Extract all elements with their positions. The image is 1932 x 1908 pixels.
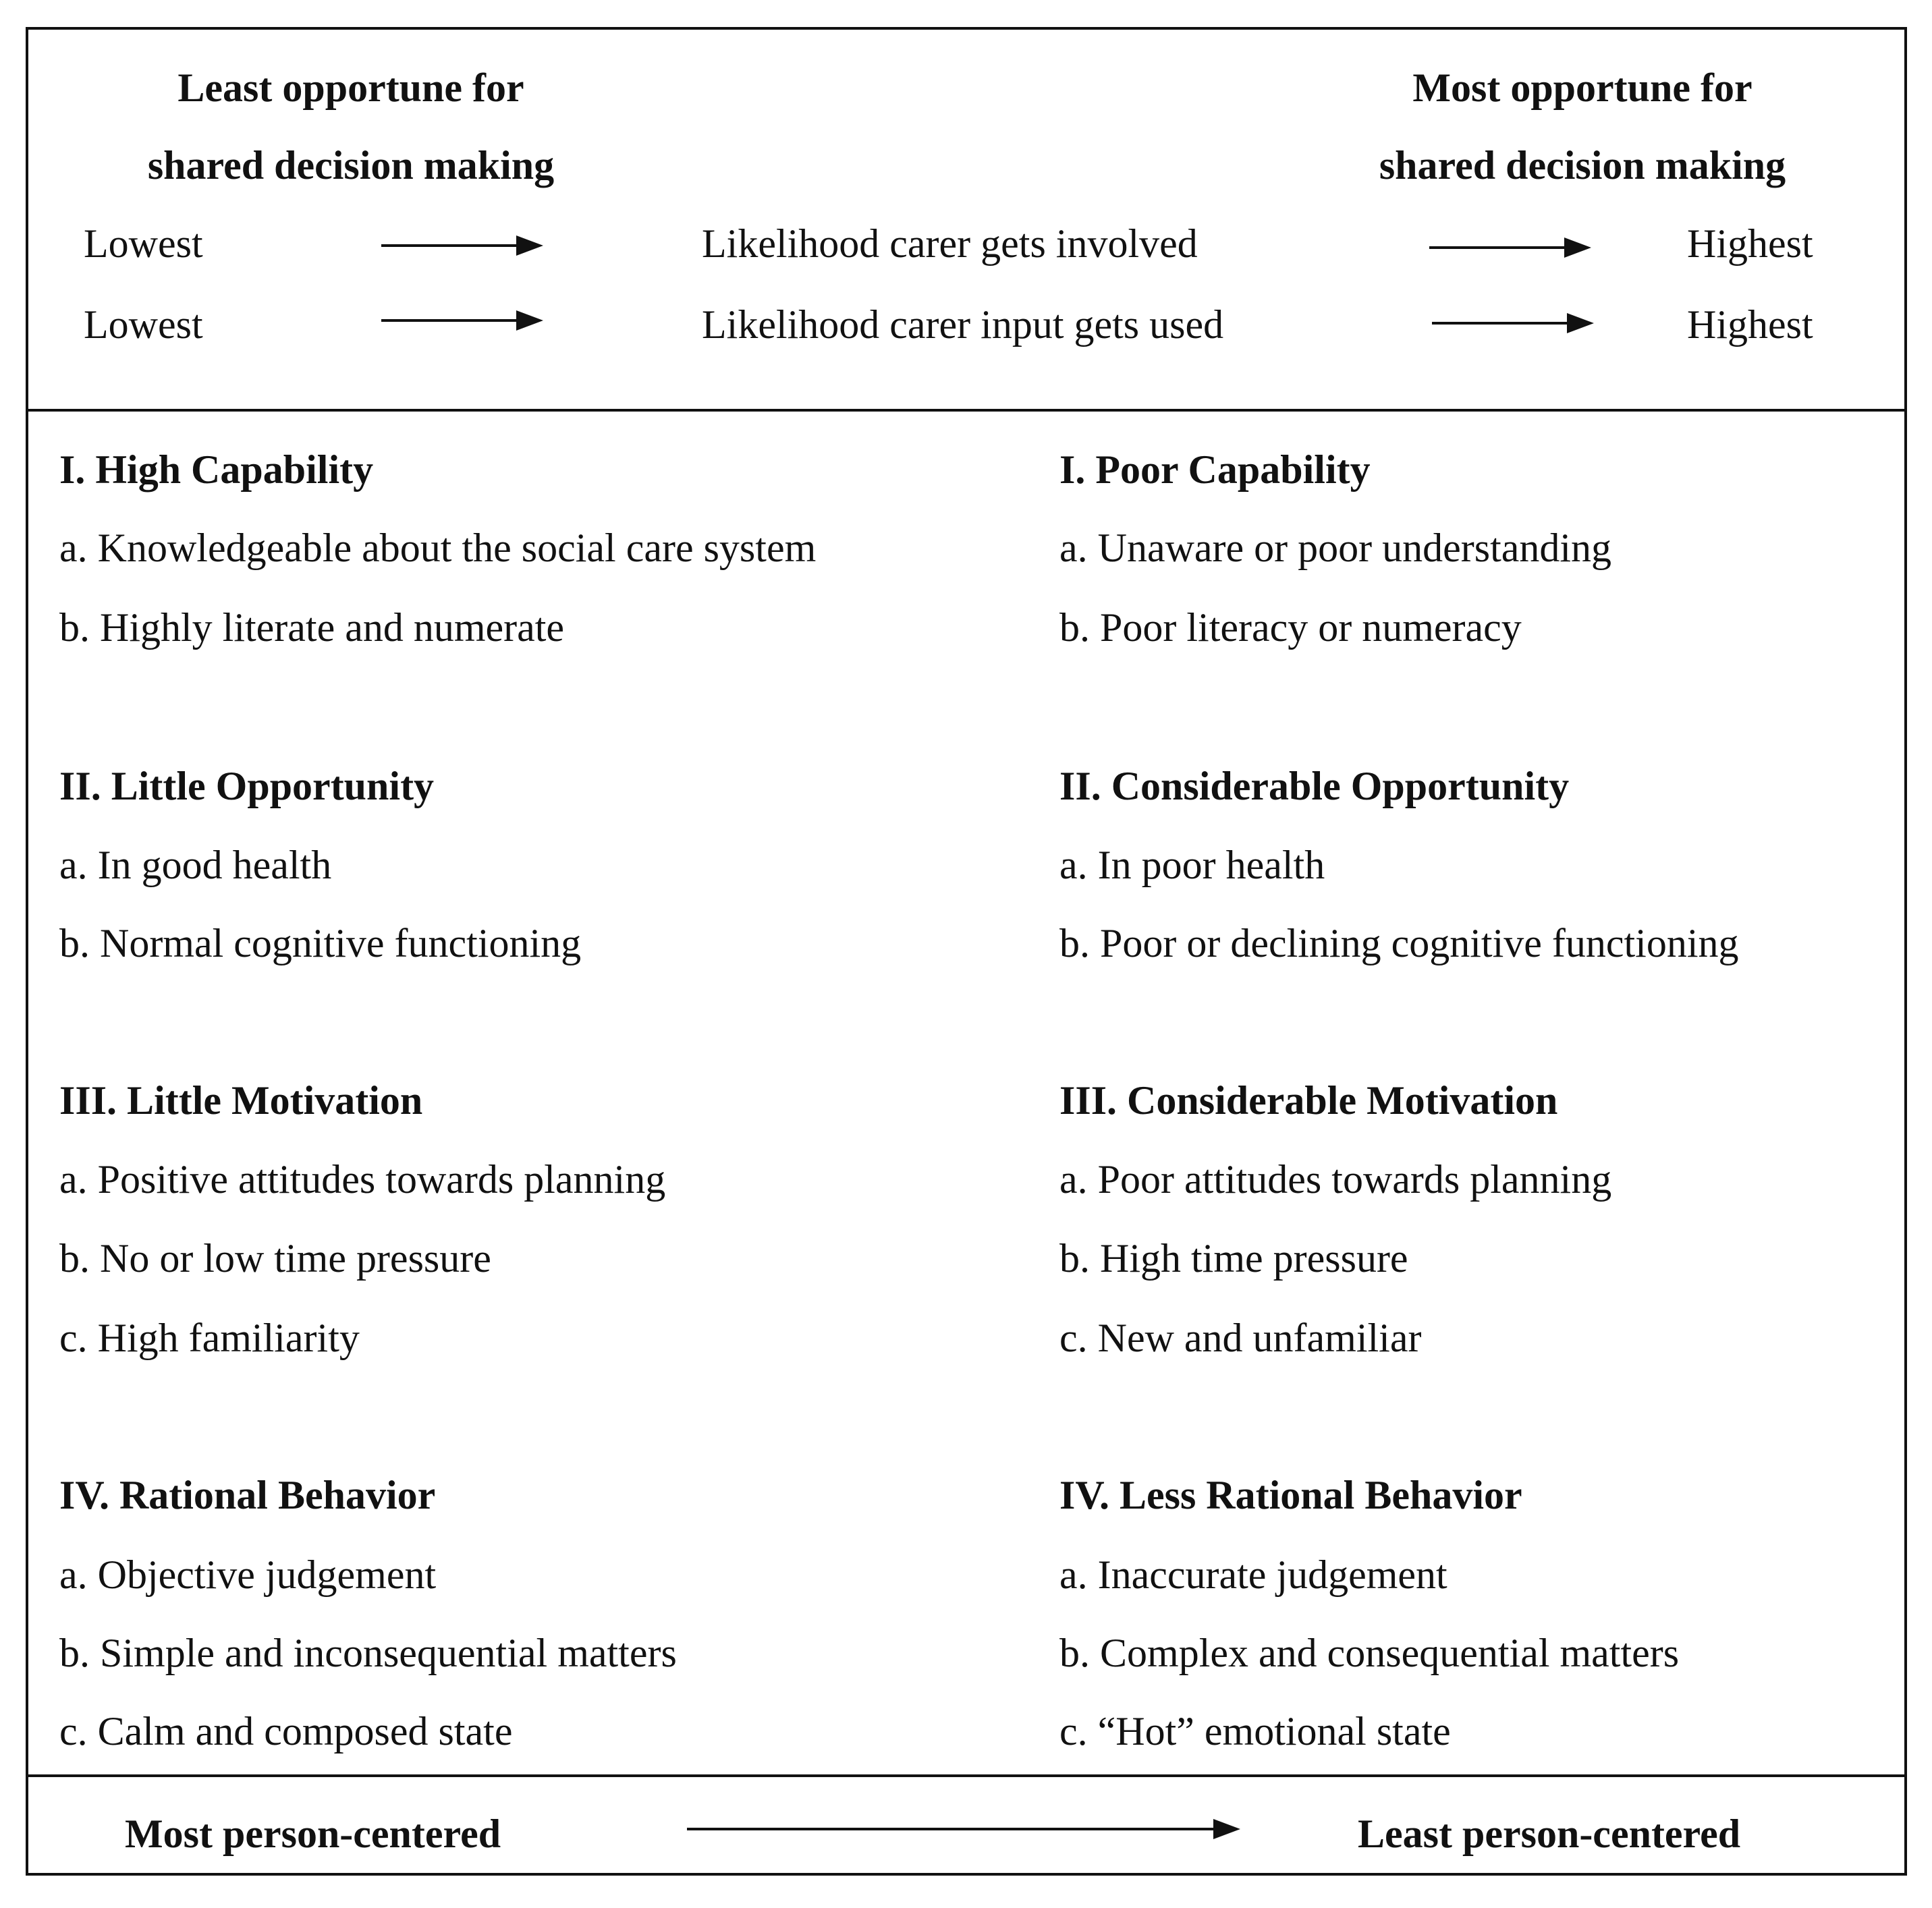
left-heading-capability: I. High Capability xyxy=(59,447,374,492)
most-person-centered-label: Most person-centered xyxy=(125,1812,501,1856)
row1-right-arrow xyxy=(1429,237,1591,258)
right-item: b. High time pressure xyxy=(1059,1236,1408,1281)
right-heading-behavior: IV. Less Rational Behavior xyxy=(1059,1473,1522,1517)
left-item: b. Highly literate and numerate xyxy=(59,605,565,650)
right-item: a. Unaware or poor understanding xyxy=(1059,526,1612,570)
least-person-centered-label: Least person-centered xyxy=(1358,1812,1741,1856)
figure-frame xyxy=(26,27,1907,1876)
right-item: c. New and unfamiliar xyxy=(1059,1316,1422,1360)
left-item: c. Calm and composed state xyxy=(59,1709,513,1753)
row2-left-arrow xyxy=(381,310,543,331)
left-heading-behavior: IV. Rational Behavior xyxy=(59,1473,436,1517)
left-item: b. No or low time pressure xyxy=(59,1236,491,1281)
left-item: b. Normal cognitive functioning xyxy=(59,921,582,965)
footer-divider xyxy=(26,1774,1907,1777)
person-centered-arrow xyxy=(687,1819,1240,1839)
left-item: c. High familiarity xyxy=(59,1316,360,1360)
header-divider xyxy=(26,409,1907,412)
row2-likelihood-label: Likelihood carer input gets used xyxy=(702,302,1224,347)
row2-highest-label: Highest xyxy=(1687,302,1813,347)
right-heading-opportunity: II. Considerable Opportunity xyxy=(1059,764,1570,808)
right-item: a. Poor attitudes towards planning xyxy=(1059,1157,1612,1202)
left-item: a. Knowledgeable about the social care s… xyxy=(59,526,817,570)
row1-highest-label: Highest xyxy=(1687,221,1813,266)
right-item: b. Complex and consequential matters xyxy=(1059,1631,1680,1675)
left-item: a. In good health xyxy=(59,843,332,887)
right-item: a. Inaccurate judgement xyxy=(1059,1552,1447,1597)
row1-left-arrow xyxy=(381,235,543,256)
most-opportune-title-line1: Most opportune for xyxy=(1412,65,1752,110)
right-heading-motivation: III. Considerable Motivation xyxy=(1059,1078,1558,1123)
row1-likelihood-label: Likelihood carer gets involved xyxy=(702,221,1198,266)
right-item: b. Poor literacy or numeracy xyxy=(1059,605,1522,650)
left-item: a. Positive attitudes towards planning xyxy=(59,1157,666,1202)
right-item: c. “Hot” emotional state xyxy=(1059,1709,1451,1753)
most-opportune-title-line2: shared decision making xyxy=(1379,143,1786,188)
left-item: a. Objective judgement xyxy=(59,1552,437,1597)
row1-lowest-label: Lowest xyxy=(84,221,203,266)
right-heading-capability: I. Poor Capability xyxy=(1059,447,1371,492)
left-item: b. Simple and inconsequential matters xyxy=(59,1631,677,1675)
least-opportune-title-line1: Least opportune for xyxy=(177,65,524,110)
least-opportune-title-line2: shared decision making xyxy=(147,143,555,188)
row2-lowest-label: Lowest xyxy=(84,302,203,347)
left-heading-opportunity: II. Little Opportunity xyxy=(59,764,435,808)
left-heading-motivation: III. Little Motivation xyxy=(59,1078,423,1123)
right-item: a. In poor health xyxy=(1059,843,1325,887)
row2-right-arrow xyxy=(1432,313,1594,333)
right-item: b. Poor or declining cognitive functioni… xyxy=(1059,921,1739,965)
